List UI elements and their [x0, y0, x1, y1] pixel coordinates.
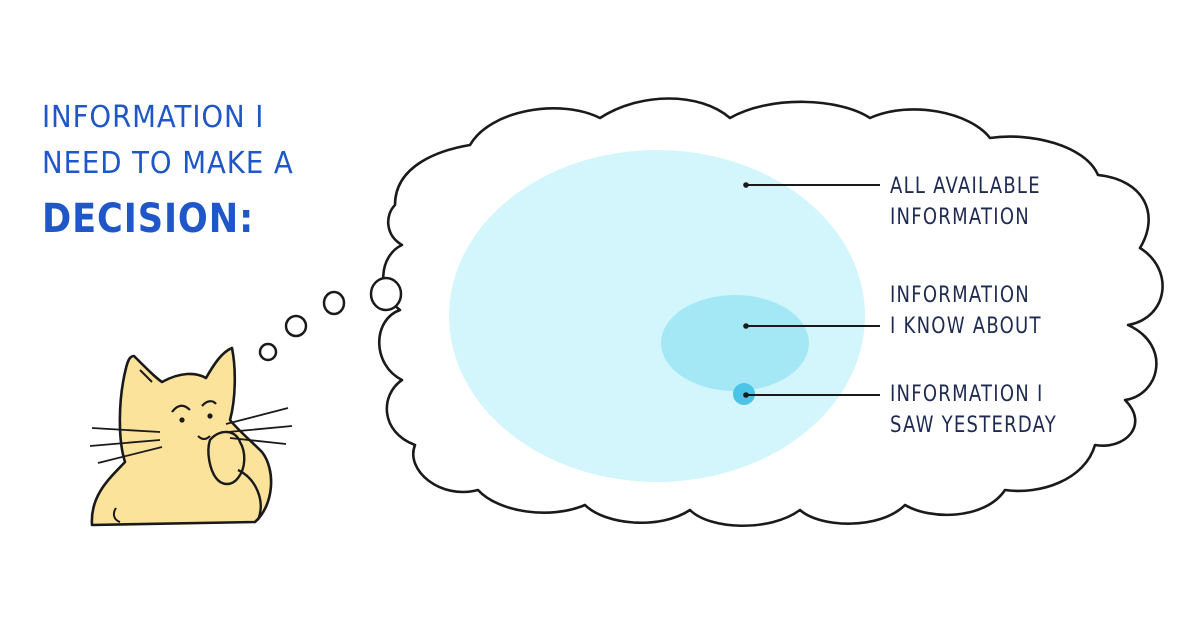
middle-circle-information-i-know-about [661, 295, 809, 391]
pointer-know-about [743, 323, 880, 329]
label-know-about-line-1: INFORMATION [890, 283, 1031, 308]
cat-whiskers [89, 407, 293, 464]
cat-arm [237, 468, 262, 521]
cat-brow [171, 404, 191, 413]
label-saw-yesterday-line-2: SAW YESTERDAY [890, 413, 1058, 438]
cat-eye-left [179, 417, 185, 423]
label-all-available-line-1: ALL AVAILABLE [890, 174, 1041, 199]
cat-ear-inner-left [139, 369, 153, 383]
pointer-all-available [743, 182, 880, 188]
thought-bubble-small [284, 314, 308, 338]
thought-bubble-medium [322, 290, 346, 316]
outer-circle-all-available-information [449, 150, 865, 482]
label-saw-yesterday-line-1: INFORMATION I [890, 382, 1044, 407]
pointer-saw-yesterday [743, 392, 880, 398]
label-all-available-information: ALL AVAILABLE INFORMATION [890, 171, 1041, 233]
thinking-cat [89, 346, 293, 527]
cat-leg-detail [112, 507, 121, 523]
thought-bubble-tiny [258, 342, 278, 362]
cat-eye-right [207, 413, 213, 419]
heading-line-1: INFORMATION I [42, 100, 265, 135]
cat-brow-right [201, 400, 217, 407]
cat-body [90, 346, 273, 527]
label-information-i-know-about: INFORMATION I KNOW ABOUT [890, 280, 1042, 342]
cat-mouth [197, 435, 211, 440]
label-know-about-line-2: I KNOW ABOUT [890, 314, 1042, 339]
heading-line-3: DECISION: [42, 196, 255, 242]
cat-paw [207, 430, 246, 486]
label-all-available-line-2: INFORMATION [890, 205, 1031, 230]
heading-line-2: NEED TO MAKE A [42, 146, 294, 181]
label-information-i-saw-yesterday: INFORMATION I SAW YESTERDAY [890, 379, 1057, 441]
thought-bubble-large [369, 276, 403, 312]
